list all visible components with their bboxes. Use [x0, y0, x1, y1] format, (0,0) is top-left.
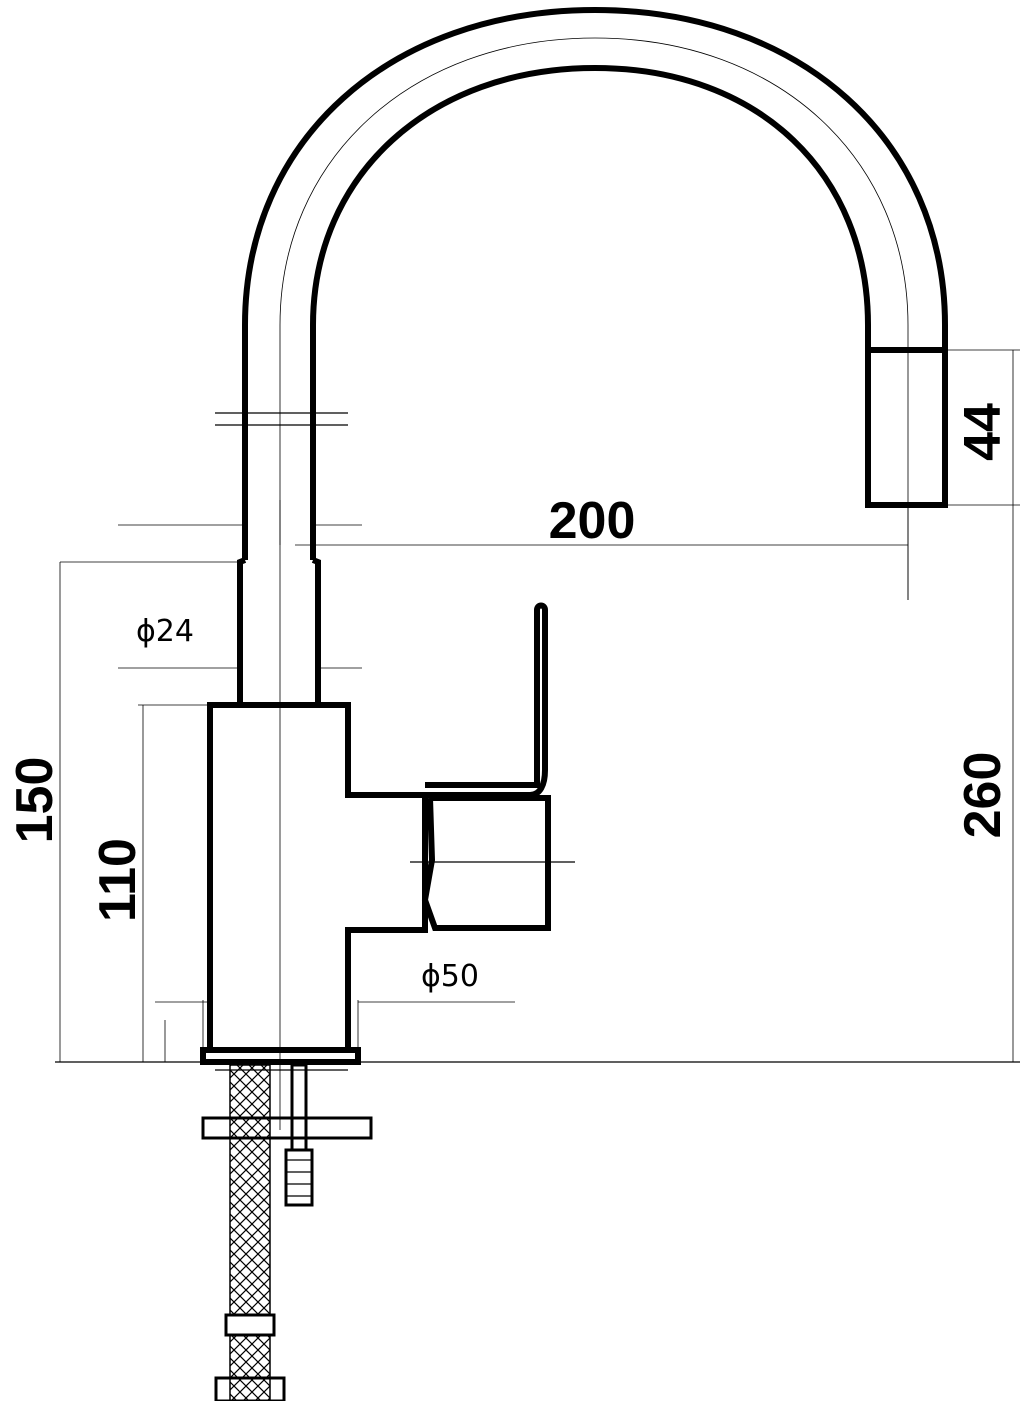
- braided-hose-lower: [229, 1334, 271, 1401]
- riser-pipe: [237, 557, 321, 705]
- handle-outline: [425, 602, 548, 798]
- spout-inner-edge: [310, 64, 871, 560]
- spout-centerline: [279, 37, 909, 600]
- base-ring: [200, 1047, 361, 1065]
- label-base-height: 150: [6, 757, 64, 844]
- riser-left-edge: [237, 557, 247, 705]
- mixer-body: [200, 702, 428, 1071]
- spout-tip: [865, 347, 948, 508]
- spout-outer-edge: [242, 6, 948, 560]
- mounting-hardware: [201, 1063, 373, 1401]
- label-pipe-diameter: ϕ24: [136, 614, 194, 649]
- dimension-labels: 44 200 ϕ24 260 150 110 ϕ50: [6, 403, 1012, 994]
- handle-cartridge: [421, 795, 551, 931]
- rod-nut: [284, 1148, 314, 1207]
- label-spout-height: 44: [954, 403, 1012, 461]
- label-body-height: 110: [89, 838, 147, 922]
- body-outline: [207, 702, 428, 1053]
- label-body-diameter: ϕ50: [421, 959, 479, 994]
- label-total-height: 260: [954, 752, 1012, 839]
- riser-right-edge: [311, 557, 321, 705]
- dimension-lines: [55, 349, 1020, 1063]
- label-spout-reach: 200: [549, 492, 636, 550]
- spout: [215, 6, 948, 600]
- braided-hose-upper: [229, 1064, 271, 1316]
- mounting-plate: [201, 1116, 373, 1140]
- hose-fitting: [224, 1313, 276, 1337]
- lever-handle: [410, 602, 575, 931]
- hose-nut: [214, 1376, 286, 1401]
